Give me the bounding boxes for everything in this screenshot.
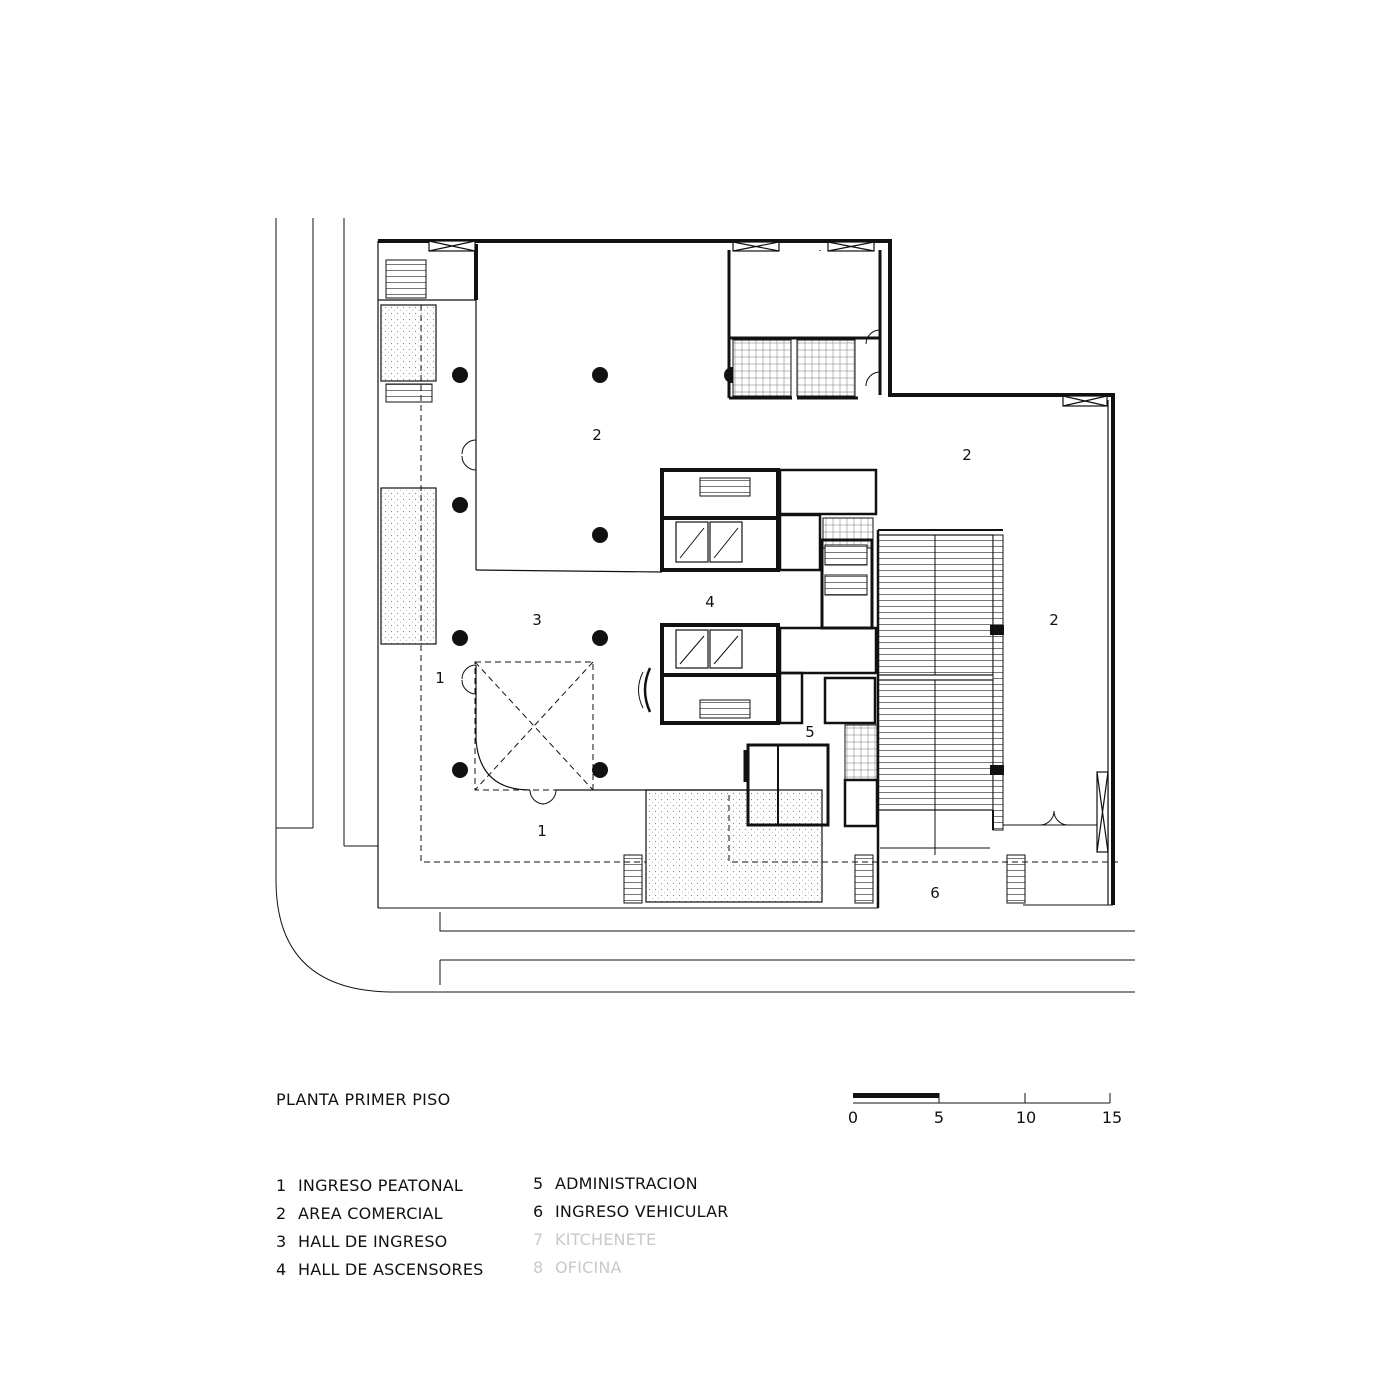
scale-bar — [853, 1093, 1111, 1104]
room-labels: 1 1 2 2 2 3 4 5 6 — [435, 426, 1059, 902]
legend-number: 8 — [533, 1258, 544, 1277]
planters — [380, 304, 823, 903]
window-markers — [428, 240, 1109, 853]
legend-number: 1 — [276, 1176, 287, 1195]
scale-label-0: 0 — [847, 1108, 859, 1127]
room-label-5: 5 — [805, 723, 815, 741]
legend-item: 1 INGRESO PEATONAL — [276, 1172, 484, 1200]
doors — [461, 439, 1097, 826]
legend-label: KITCHENETE — [555, 1230, 657, 1249]
street-lines — [275, 218, 1135, 993]
legend-number: 4 — [276, 1260, 287, 1279]
legend-number: 6 — [533, 1202, 544, 1221]
interior-walls — [475, 250, 821, 791]
legend-label: ADMINISTRACION — [555, 1174, 698, 1193]
legend-number: 7 — [533, 1230, 544, 1249]
legend-label: HALL DE ASCENSORES — [298, 1260, 484, 1279]
legend-item: 6 INGRESO VEHICULAR — [533, 1198, 729, 1226]
room-label-3: 3 — [532, 611, 542, 629]
room-label-6: 6 — [930, 884, 940, 902]
room-label-1: 1 — [435, 669, 445, 687]
scale-label-10: 10 — [1015, 1108, 1037, 1127]
canopy-outline — [420, 305, 1120, 863]
legend-label: INGRESO VEHICULAR — [555, 1202, 729, 1221]
legend-item: 3 HALL DE INGRESO — [276, 1228, 484, 1256]
legend-right: 5 ADMINISTRACION 6 INGRESO VEHICULAR 7 KITC… — [533, 1170, 729, 1282]
legend-label: INGRESO PEATONAL — [298, 1176, 464, 1195]
legend-label: HALL DE INGRESO — [298, 1232, 448, 1251]
restroom-block — [727, 250, 882, 400]
legend-number: 5 — [533, 1174, 544, 1193]
legend-item: 4 HALL DE ASCENSORES — [276, 1256, 484, 1284]
legend-number: 2 — [276, 1204, 287, 1223]
drawing-title: PLANTA PRIMER PISO — [276, 1090, 451, 1109]
service-rooms — [743, 468, 879, 828]
scale-label-5: 5 — [933, 1108, 945, 1127]
scale-label-15: 15 — [1101, 1108, 1123, 1127]
legend-item: 7 KITCHENETE — [533, 1226, 729, 1254]
room-label-2: 2 — [962, 446, 972, 464]
room-label-2: 2 — [1049, 611, 1059, 629]
legend-item: 2 AREA COMERCIAL — [276, 1200, 484, 1228]
room-label-4: 4 — [705, 593, 715, 611]
legend-item: 8 OFICINA — [533, 1254, 729, 1282]
room-label-1: 1 — [537, 822, 547, 840]
outer-walls — [378, 239, 1115, 905]
legend-label: OFICINA — [555, 1258, 622, 1277]
elevator-core — [638, 468, 780, 725]
room-label-2: 2 — [592, 426, 602, 444]
legend-number: 3 — [276, 1232, 287, 1251]
legend-label: AREA COMERCIAL — [298, 1204, 443, 1223]
legend-item: 5 ADMINISTRACION — [533, 1170, 729, 1198]
exterior-steps — [385, 259, 1026, 904]
vehicle-ramp — [876, 529, 1004, 908]
